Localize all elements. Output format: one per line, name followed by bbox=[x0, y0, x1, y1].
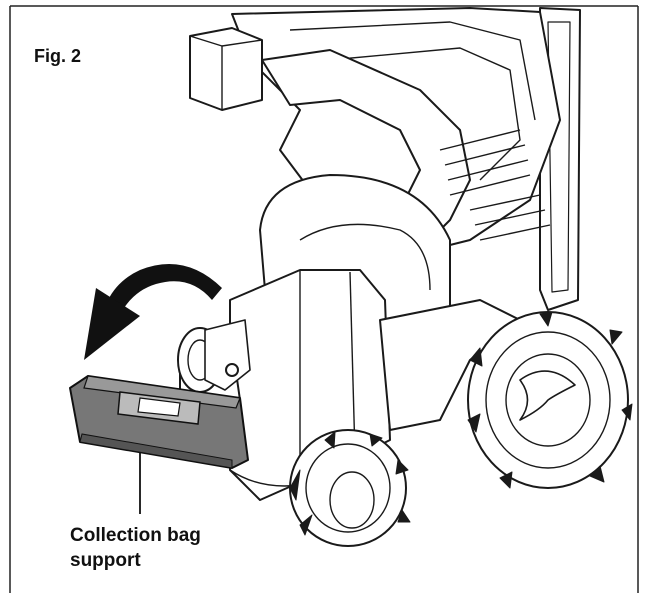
bag-support-callout: Collection bag support bbox=[70, 523, 201, 573]
callout-line-1: Collection bag bbox=[70, 525, 201, 546]
garden-shredder bbox=[177, 7, 633, 547]
figure-label: Fig. 2 bbox=[34, 46, 82, 66]
rotation-arrow bbox=[84, 264, 222, 360]
collection-bag-support bbox=[69, 375, 249, 469]
callout-line-2: support bbox=[70, 550, 141, 571]
figure-frame bbox=[9, 5, 639, 593]
